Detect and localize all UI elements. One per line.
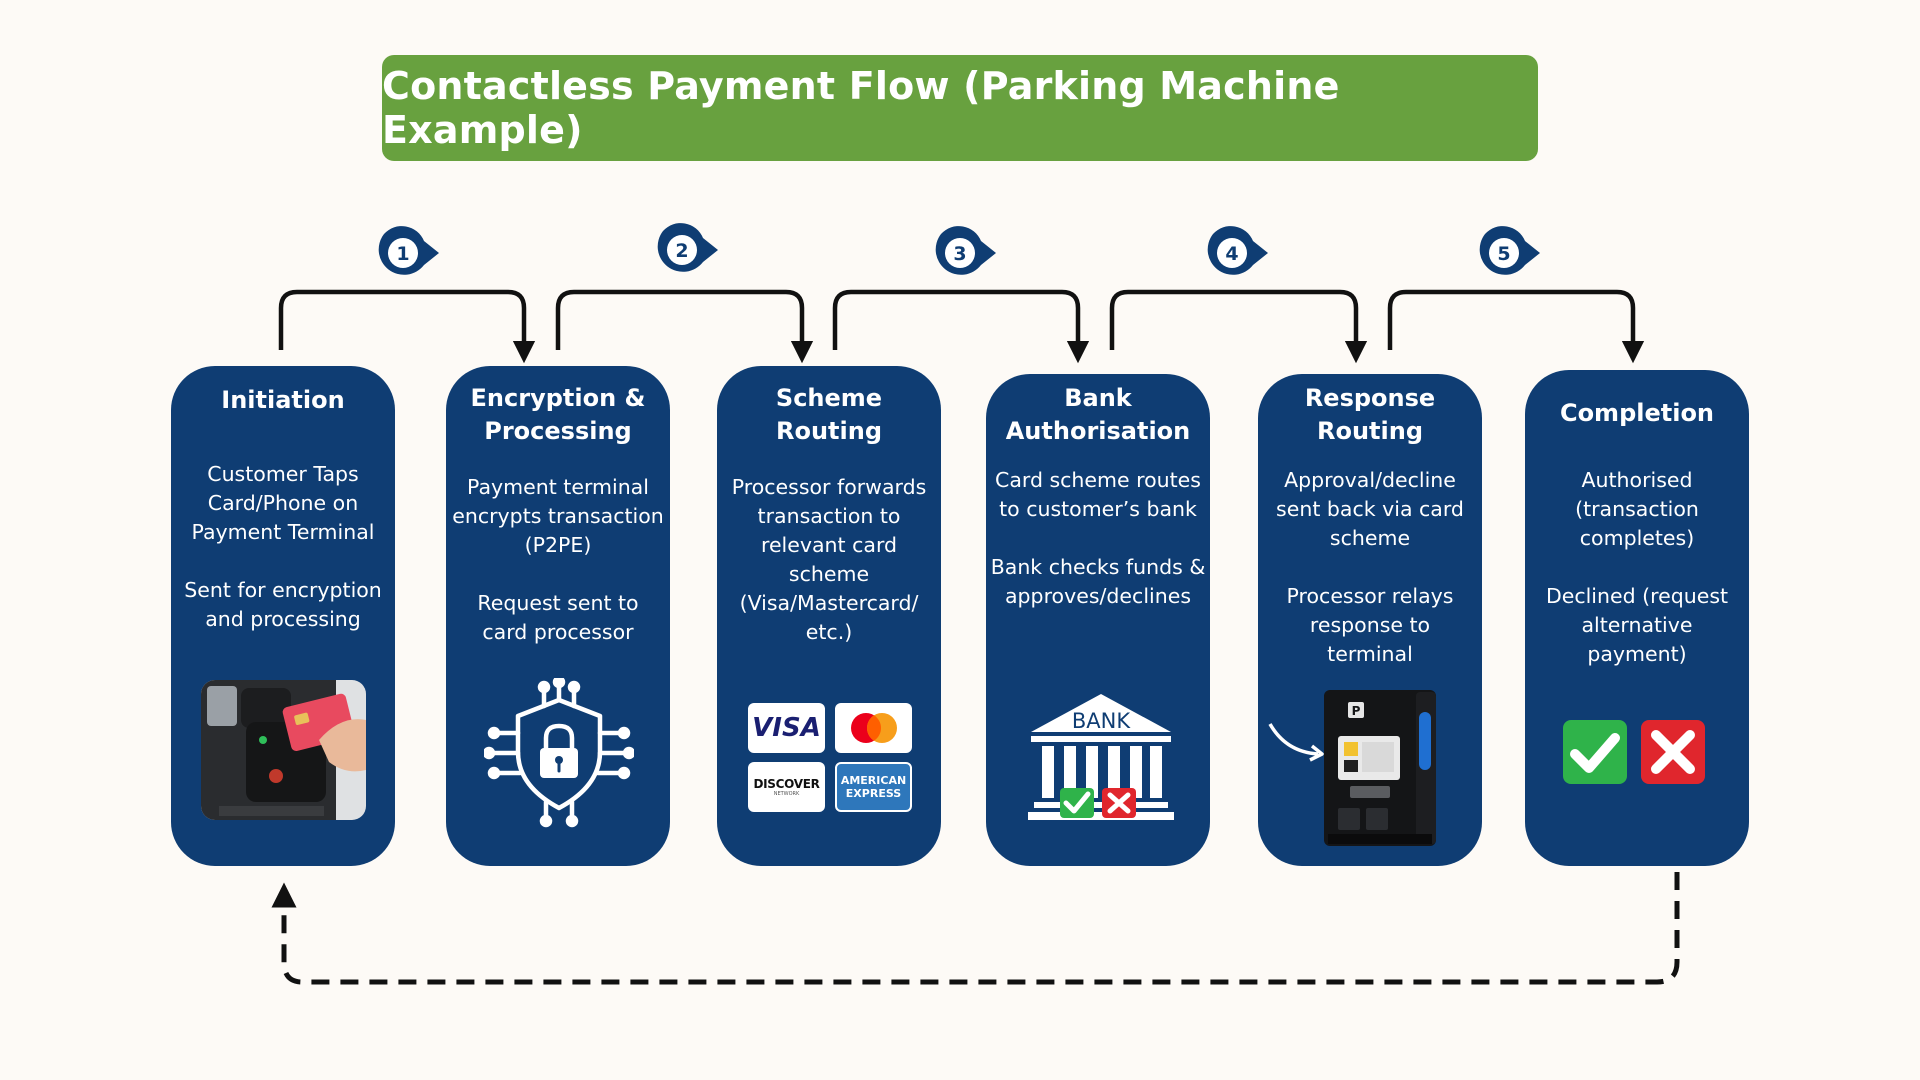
card-tap-photo: [201, 680, 366, 820]
card-text: Declined (request alternative payment): [1545, 584, 1729, 666]
card-text: Request sent to card processor: [477, 591, 639, 644]
diagram-title: Contactless Payment Flow (Parking Machin…: [382, 64, 1340, 152]
title-banner: Contactless Payment Flow (Parking Machin…: [382, 55, 1538, 161]
card-title: Bank Authorisation: [1005, 384, 1191, 445]
step-number: 2: [675, 240, 688, 262]
step-number: 3: [953, 243, 966, 265]
svg-text:P: P: [1352, 704, 1361, 718]
card-title: Initiation: [221, 386, 345, 414]
discover-logo: DISCOVER NETWORK: [748, 762, 825, 812]
card-text: Processor relays response to terminal: [1286, 584, 1454, 666]
card-title: Response Routing: [1304, 384, 1436, 445]
card-text: Processor forwards transaction to releva…: [731, 475, 927, 644]
visa-logo: VISA: [748, 703, 825, 753]
step-number: 1: [396, 243, 409, 265]
step-arrow-3: [832, 289, 1090, 364]
retry-loop-arrow: [271, 785, 1680, 985]
card-text: Bank checks funds & approves/declines: [990, 555, 1206, 608]
step-arrow-5: [1387, 289, 1645, 364]
card-completion: Completion Authorised (transaction compl…: [1525, 370, 1749, 866]
step-badge-1: 1: [378, 226, 439, 275]
card-body: Approval/decline sent back via card sche…: [1268, 466, 1472, 669]
step-badge-2: 2: [657, 223, 718, 272]
card-body: Customer Taps Card/Phone on Payment Term…: [177, 460, 389, 634]
step-number: 4: [1225, 243, 1238, 265]
card-bank-authorisation: Bank Authorisation Card scheme routes to…: [986, 374, 1210, 866]
secure-lock-icon: [482, 675, 636, 828]
bank-icon: BANK: [1026, 686, 1176, 826]
bank-label: BANK: [1072, 709, 1131, 733]
step-arrow-4: [1109, 289, 1368, 364]
card-title: Completion: [1559, 399, 1715, 427]
card-body: Card scheme routes to customer’s bank Ba…: [990, 466, 1206, 611]
card-encryption-processing: Encryption & Processing Payment terminal…: [446, 366, 670, 866]
approve-decline-icons: [1561, 718, 1711, 786]
card-body: Processor forwards transaction to releva…: [731, 473, 927, 647]
amex-logo: AMERICAN EXPRESS: [835, 762, 912, 812]
step-badge-3: 3: [935, 226, 996, 275]
card-title: Scheme Routing: [775, 384, 883, 445]
step-badge-5: 5: [1479, 226, 1540, 275]
card-text: Customer Taps Card/Phone on Payment Term…: [191, 462, 375, 544]
card-text: Card scheme routes to customer’s bank: [995, 468, 1201, 521]
card-response-routing: Response Routing Approval/decline sent b…: [1258, 374, 1482, 866]
card-text: Sent for encryption and processing: [184, 578, 382, 631]
step-arrow-2: [555, 289, 814, 364]
card-scheme-routing: Scheme Routing Processor forwards transa…: [717, 366, 941, 866]
card-text: Authorised (transaction completes): [1575, 468, 1699, 550]
parking-terminal-photo: P: [1266, 682, 1446, 852]
mastercard-logo: [835, 703, 912, 753]
step-number: 5: [1497, 243, 1510, 265]
step-badge-4: 4: [1207, 226, 1268, 275]
card-text: Approval/decline sent back via card sche…: [1276, 468, 1464, 550]
step-arrow-1: [278, 289, 536, 364]
card-text: Payment terminal encrypts transaction (P…: [452, 475, 664, 557]
card-initiation: Initiation Customer Taps Card/Phone on P…: [171, 366, 395, 866]
card-body: Payment terminal encrypts transaction (P…: [452, 473, 664, 647]
card-title: Encryption & Processing: [470, 384, 646, 445]
card-body: Authorised (transaction completes) Decli…: [1529, 466, 1745, 669]
